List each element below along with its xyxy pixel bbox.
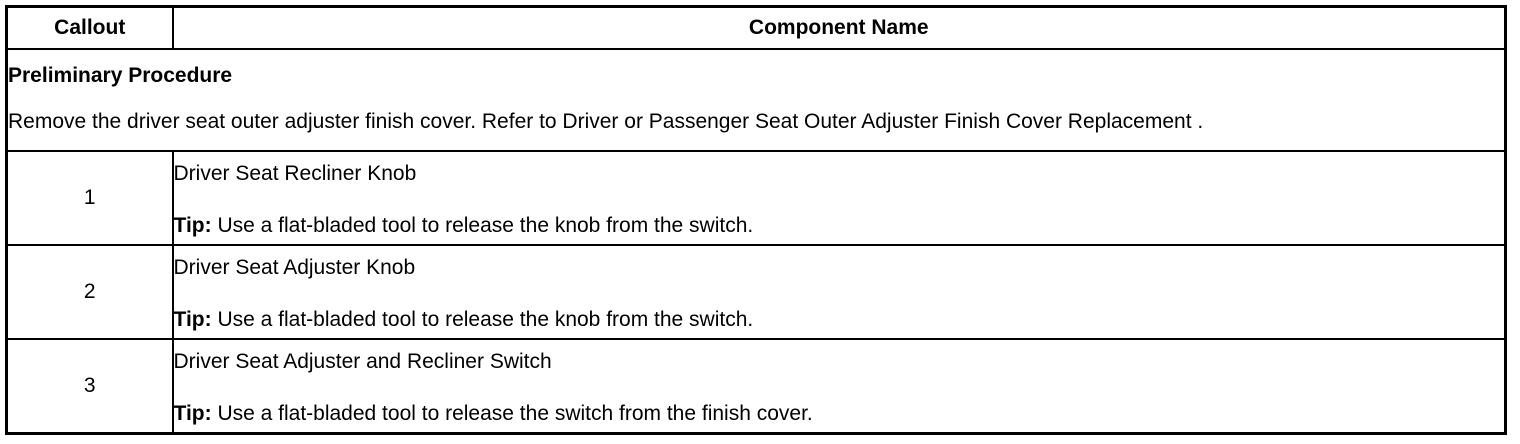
table-row: 3 Driver Seat Adjuster and Recliner Swit…	[5, 338, 1507, 435]
component-tip: Tip: Use a flat-bladed tool to release t…	[174, 306, 1505, 334]
table-header-row: Callout Component Name	[5, 5, 1507, 50]
component-tip: Tip: Use a flat-bladed tool to release t…	[174, 212, 1505, 240]
table-row: 1 Driver Seat Recliner Knob Tip: Use a f…	[5, 150, 1507, 246]
preliminary-procedure-title: Preliminary Procedure	[8, 64, 233, 87]
component-name-column-header: Component Name	[171, 5, 1507, 50]
tip-label: Tip:	[173, 402, 212, 425]
component-cell: Driver Seat Adjuster Knob Tip: Use a fla…	[171, 244, 1507, 340]
preliminary-procedure-text: Remove the driver seat outer adjuster fi…	[8, 110, 1204, 133]
tip-text: Use a flat-bladed tool to release the sw…	[217, 402, 813, 425]
tip-text: Use a flat-bladed tool to release the kn…	[217, 214, 754, 237]
callout-column-header: Callout	[5, 5, 174, 50]
component-name: Driver Seat Recliner Knob	[173, 162, 417, 185]
preliminary-procedure-row: Preliminary Procedure Remove the driver …	[5, 48, 1507, 152]
table-row: 2 Driver Seat Adjuster Knob Tip: Use a f…	[5, 244, 1507, 340]
preliminary-procedure-cell: Preliminary Procedure Remove the driver …	[5, 48, 1507, 152]
callout-number: 3	[5, 338, 174, 435]
tip-text: Use a flat-bladed tool to release the kn…	[217, 308, 754, 331]
tip-label: Tip:	[173, 214, 212, 237]
component-name: Driver Seat Adjuster and Recliner Switch	[173, 350, 552, 373]
tip-label: Tip:	[173, 308, 212, 331]
component-cell: Driver Seat Adjuster and Recliner Switch…	[171, 338, 1507, 435]
callout-number: 2	[5, 244, 174, 340]
component-cell: Driver Seat Recliner Knob Tip: Use a fla…	[171, 150, 1507, 246]
component-name: Driver Seat Adjuster Knob	[173, 256, 416, 279]
procedure-table: Callout Component Name Preliminary Proce…	[5, 5, 1507, 435]
callout-number: 1	[5, 150, 174, 246]
component-tip: Tip: Use a flat-bladed tool to release t…	[174, 400, 1505, 428]
